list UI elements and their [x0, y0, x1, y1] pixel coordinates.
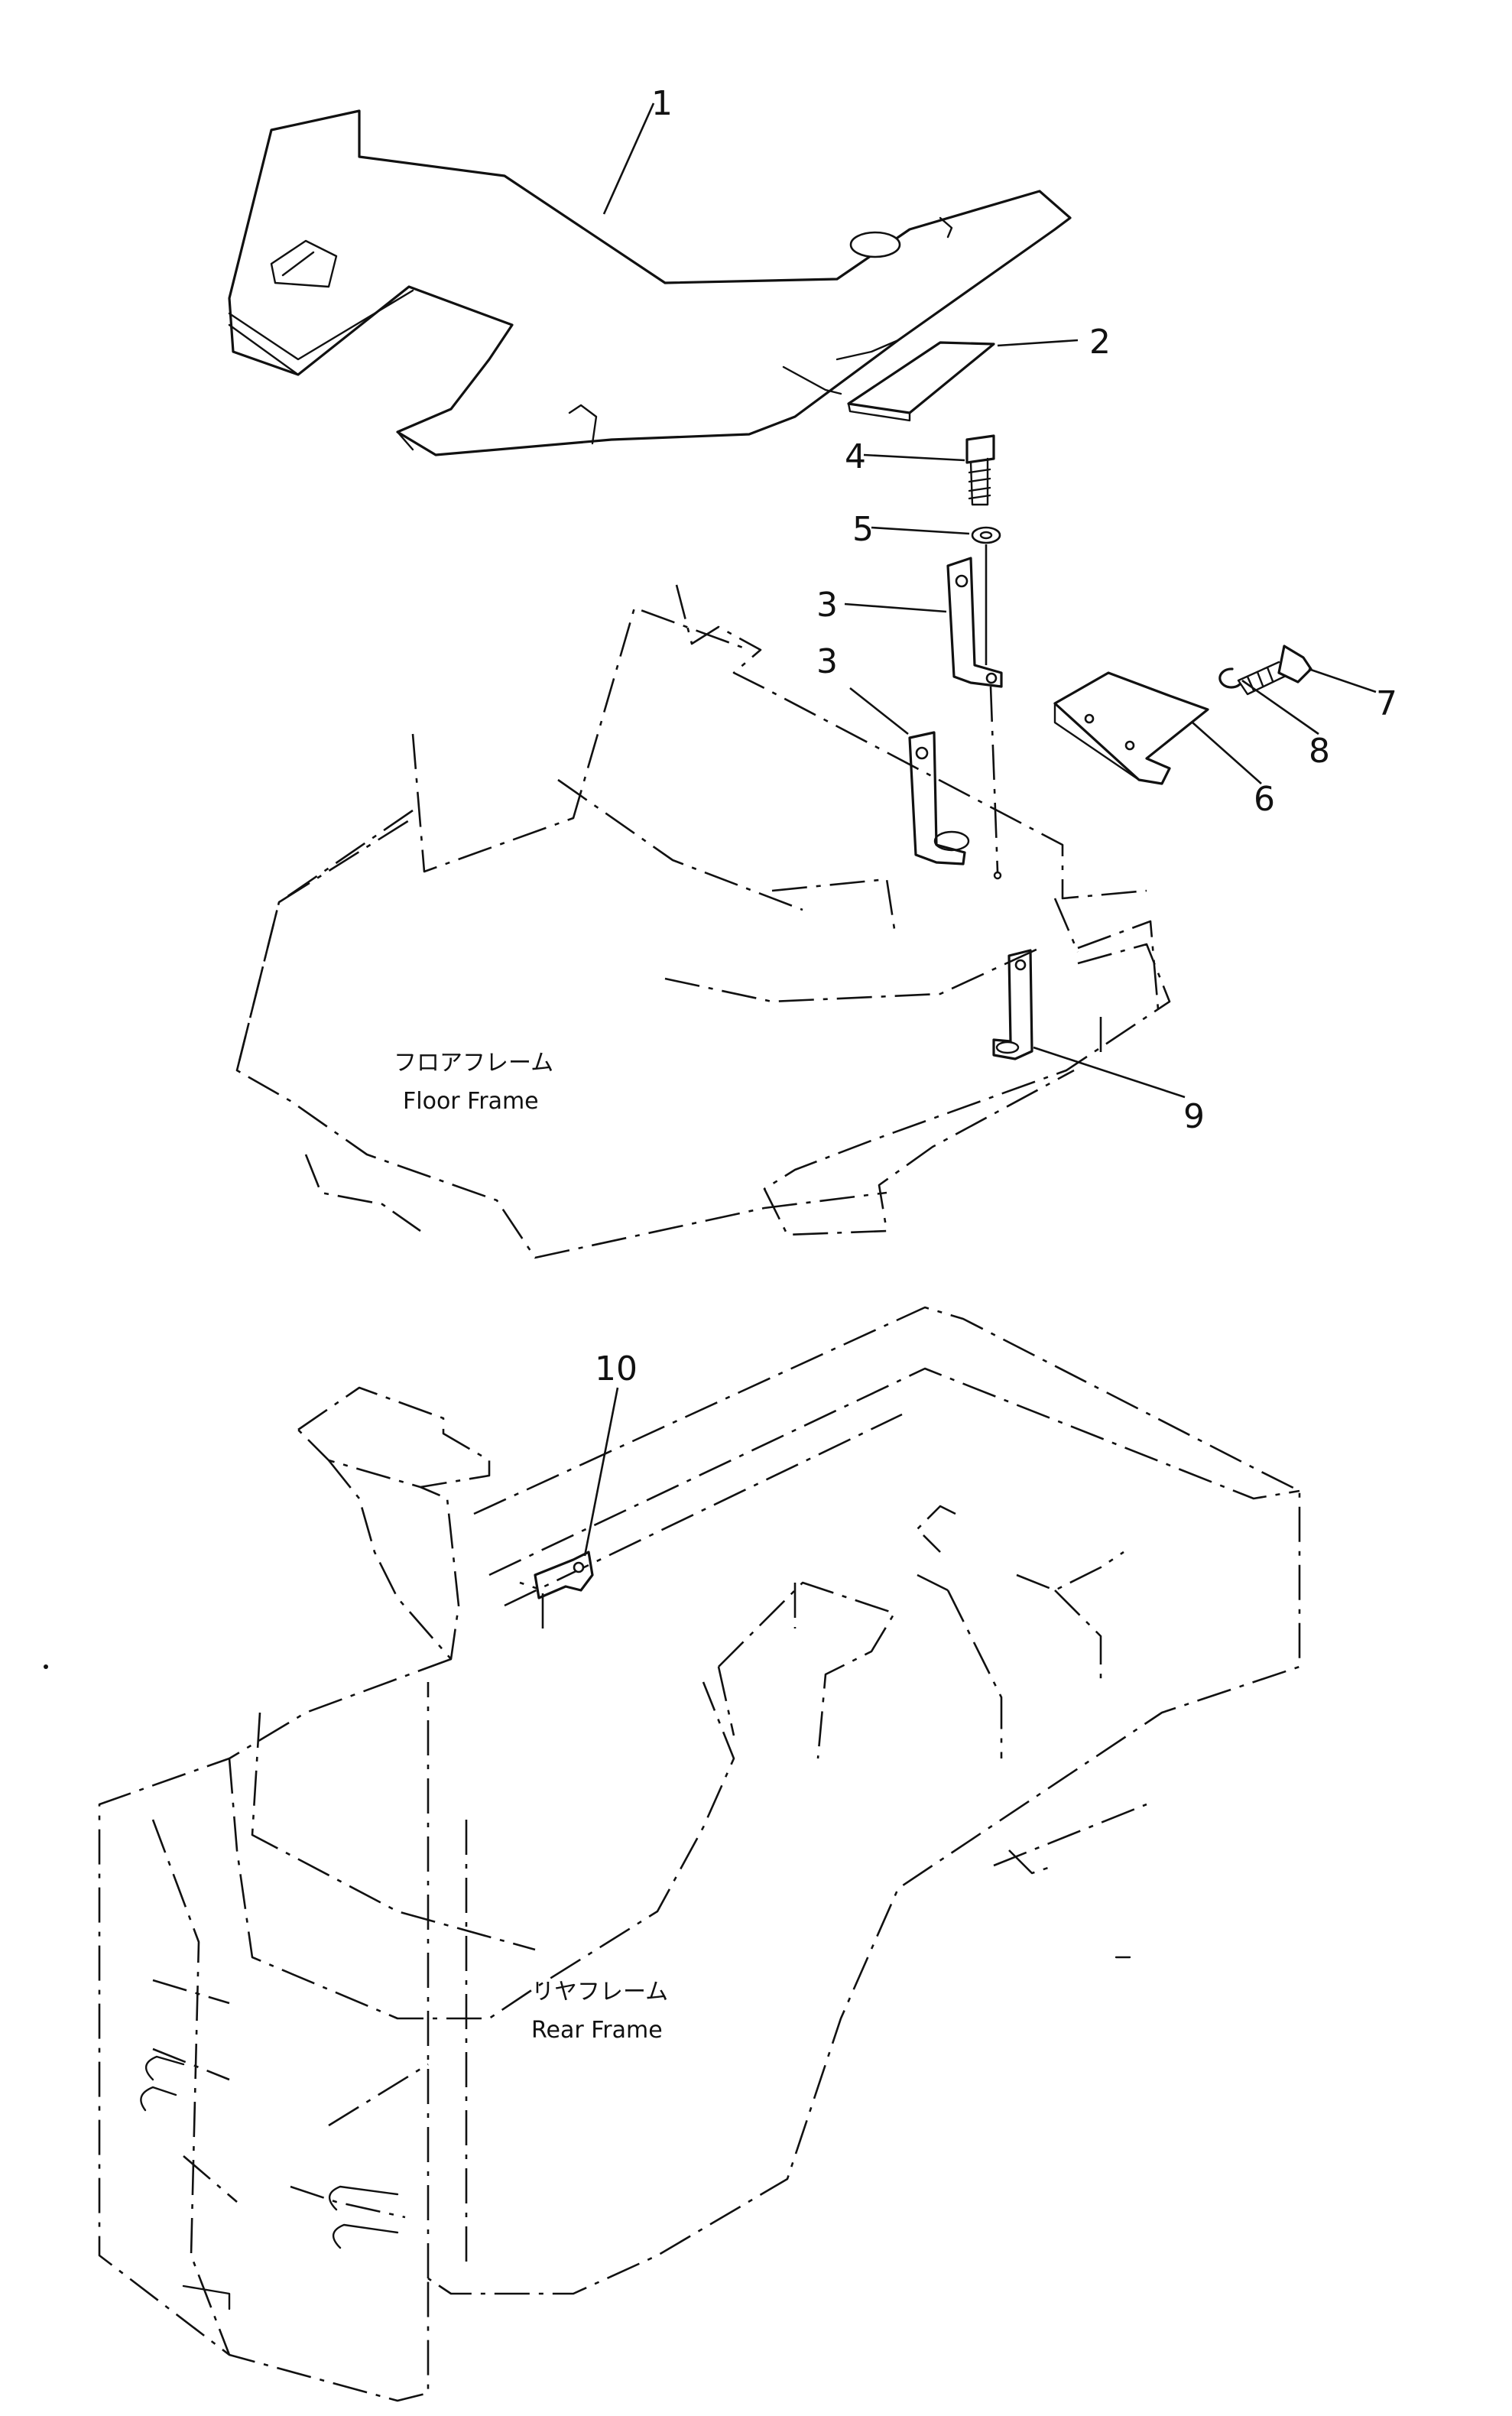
callout-7: 7	[1308, 667, 1397, 723]
callout-number: 4	[845, 437, 866, 476]
floor-frame-label-ja: フロアフレーム	[394, 1050, 553, 1076]
assembly-axis-lines	[985, 544, 1002, 880]
callout-9: 9	[1033, 1046, 1205, 1136]
dot-mark	[44, 1664, 48, 1669]
callout-5: 5	[852, 510, 970, 549]
part-3-bracket-lower	[908, 731, 970, 865]
part-2-strip	[847, 341, 995, 422]
part-10-bracket	[534, 1551, 594, 1599]
rear-frame-label-en: Rear Frame	[531, 2017, 663, 2044]
floor-frame-label: フロアフレーム Floor Frame	[394, 1050, 553, 1115]
callout-1: 1	[602, 84, 673, 215]
floor-frame-label-en: Floor Frame	[403, 1088, 539, 1115]
part-5-washer	[971, 526, 1001, 544]
part-1-floor-plate	[228, 109, 1072, 456]
part-3-bracket-upper	[946, 557, 1003, 688]
callout-10: 10	[583, 1349, 638, 1557]
part-9-bracket	[992, 949, 1033, 1060]
callout-4: 4	[845, 437, 965, 476]
callout-number: 1	[651, 84, 673, 123]
part-6-cover-bracket	[1053, 671, 1209, 785]
floor-frame-outline	[235, 584, 1171, 1259]
callout-8: 8	[1241, 679, 1330, 771]
part-7-screw	[1237, 645, 1312, 696]
rear-frame-label-ja: リヤフレーム	[531, 1979, 668, 2005]
rear-frame-outline	[98, 1306, 1301, 2402]
callout-3-upper: 3	[816, 586, 947, 625]
callout-number: 2	[1089, 323, 1111, 362]
part-4-bolt	[965, 434, 995, 506]
part-8-lock-washer	[1218, 667, 1241, 689]
callout-6: 6	[1192, 722, 1275, 819]
callout-number: 7	[1376, 684, 1397, 723]
callout-number: 8	[1309, 732, 1330, 771]
callout-number: 6	[1254, 780, 1275, 819]
callout-number: 3	[816, 642, 838, 681]
rear-frame-label: リヤフレーム Rear Frame	[531, 1979, 668, 2044]
callout-number: 5	[852, 510, 874, 549]
callout-number: 10	[595, 1349, 638, 1388]
callout-3-lower: 3	[816, 642, 909, 736]
callout-number: 9	[1183, 1097, 1205, 1136]
callout-number: 3	[816, 586, 838, 625]
callout-2: 2	[997, 323, 1111, 362]
